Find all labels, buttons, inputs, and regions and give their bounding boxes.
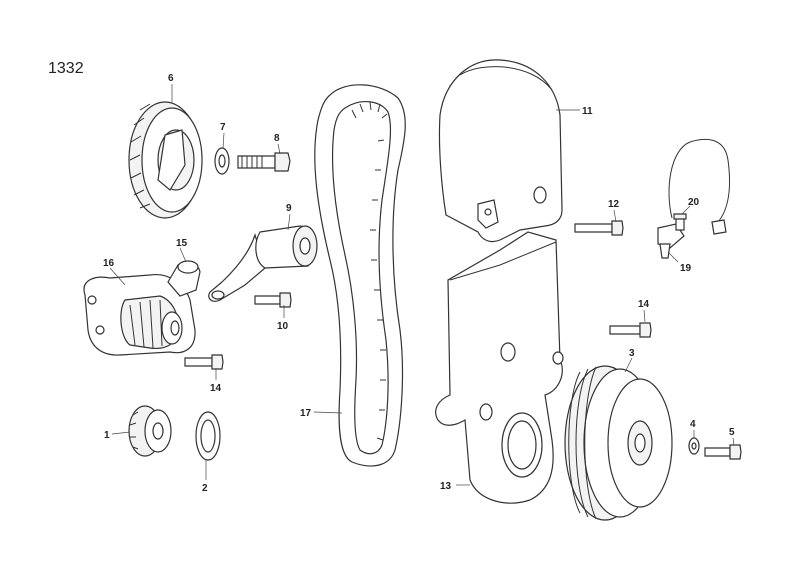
callout-7: 7 — [220, 122, 226, 133]
callout-16: 16 — [103, 258, 115, 269]
callout-13: 13 — [440, 481, 452, 492]
callout-3: 3 — [629, 348, 635, 359]
part-upper-cover-11[interactable] — [438, 59, 563, 243]
figure-number: 1332 — [48, 60, 84, 77]
callout-4: 4 — [690, 419, 696, 430]
part-washer-4[interactable] — [688, 437, 700, 455]
part-water-pump-16[interactable] — [83, 273, 196, 356]
callout-14-right: 14 — [638, 299, 650, 310]
part-bolt-10[interactable] — [254, 292, 292, 308]
part-timing-belt-17[interactable] — [314, 84, 406, 467]
part-washer-7[interactable] — [214, 147, 230, 175]
callout-11: 11 — [582, 106, 593, 117]
part-pipe-15[interactable] — [167, 260, 201, 297]
callout-17: 17 — [300, 408, 312, 419]
part-bolt-20[interactable] — [673, 213, 687, 231]
part-crank-pulley-3[interactable] — [564, 365, 673, 521]
leader-lines — [109, 84, 735, 486]
part-bolt-14-right[interactable] — [609, 322, 652, 338]
callout-10: 10 — [277, 321, 289, 332]
callout-9: 9 — [286, 203, 292, 214]
part-bolt-12[interactable] — [574, 220, 624, 236]
callout-15: 15 — [176, 238, 188, 249]
part-bolt-5[interactable] — [704, 444, 742, 460]
callout-1: 1 — [104, 430, 110, 441]
callout-5: 5 — [729, 427, 735, 438]
callout-19: 19 — [680, 263, 692, 274]
callout-12: 12 — [608, 199, 620, 210]
part-bolt-8[interactable] — [237, 152, 291, 172]
callout-8: 8 — [274, 133, 280, 144]
part-rear-plate-13[interactable] — [435, 231, 564, 504]
part-tensioner-9[interactable] — [208, 225, 318, 302]
part-washer-2[interactable] — [195, 411, 221, 461]
callout-20: 20 — [688, 197, 700, 208]
part-bolt-14-left[interactable] — [184, 354, 224, 370]
callout-6: 6 — [168, 73, 174, 84]
part-camshaft-sprocket[interactable] — [128, 101, 203, 219]
callout-2: 2 — [202, 483, 208, 494]
callout-labels: 6 7 8 9 10 15 16 14 1 2 17 11 12 13 14 3… — [103, 73, 735, 494]
callout-14-left: 14 — [210, 383, 222, 394]
part-crank-sprocket-1[interactable] — [128, 405, 172, 457]
